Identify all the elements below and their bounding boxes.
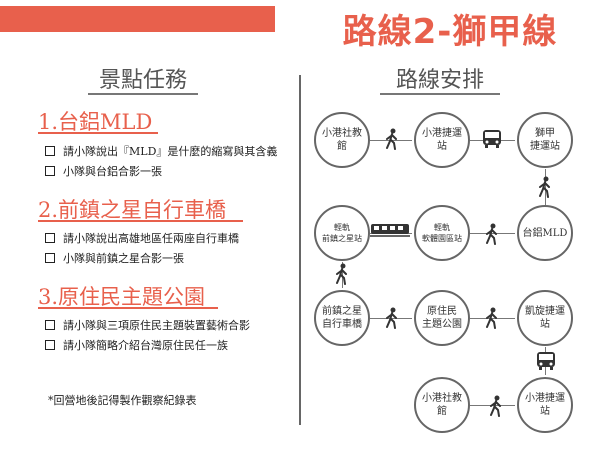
walking-person-icon xyxy=(386,307,397,329)
task-item: 請小隊說出『MLD』是什麼的縮寫與其含義 xyxy=(45,143,277,159)
task-underline-1 xyxy=(38,132,158,134)
light-rail-icon xyxy=(370,224,410,237)
task-underline-3 xyxy=(38,307,218,309)
walking-person-icon xyxy=(386,128,397,150)
bus-icon xyxy=(537,352,555,370)
task-heading-2: 2.前鎮之星自行車橋 xyxy=(38,198,227,222)
tasks-section-underline xyxy=(88,93,198,95)
checkbox[interactable] xyxy=(45,320,55,330)
route-node-lrt-software-park: 輕軌 軟體園區站 xyxy=(414,205,470,261)
reminder-note: *回營地後記得製作觀察紀錄表 xyxy=(48,394,197,407)
route-section-underline xyxy=(380,93,500,95)
route-connector xyxy=(470,233,515,234)
page-title: 路線2-獅甲線 xyxy=(342,12,558,52)
route-node-indigenous-park: 原住民 主題公園 xyxy=(414,290,470,346)
route-node-cianjhen-star-bridge: 前鎮之星 自行車橋 xyxy=(314,290,370,346)
route-connector xyxy=(470,318,515,319)
walking-person-icon xyxy=(539,176,550,198)
task-item: 小隊與前鎮之星合影一張 xyxy=(45,250,184,266)
checkbox[interactable] xyxy=(45,253,55,263)
header-accent-bar xyxy=(0,6,275,32)
walking-person-icon xyxy=(486,307,497,329)
route-node-xiaogang-mrt: 小港捷運站 xyxy=(414,112,470,168)
task-item: 請小隊說出高雄地區任兩座自行車橋 xyxy=(45,230,239,246)
route-connector xyxy=(342,262,343,288)
checkbox[interactable] xyxy=(45,166,55,176)
route-node-lrt-cianjhen-star: 輕軌 前鎮之星站 xyxy=(314,205,370,261)
task-item: 小隊與台鋁合影一張 xyxy=(45,163,162,179)
checkbox[interactable] xyxy=(45,340,55,350)
task-underline-2 xyxy=(38,220,243,222)
route-connector xyxy=(545,169,546,205)
walking-person-icon xyxy=(336,263,347,285)
task-item: 請小隊與三項原住民主題裝置藝術合影 xyxy=(45,317,250,333)
route-node-shijia-mrt: 獅甲 捷運站 xyxy=(517,112,573,168)
tasks-section-title: 景點任務 xyxy=(98,68,187,93)
route-node-xiaogang-education-hall: 小港社教館 xyxy=(314,112,370,168)
checkbox[interactable] xyxy=(45,233,55,243)
checkbox[interactable] xyxy=(45,146,55,156)
route-node-taiwan-aluminum-mld: 台鋁MLD xyxy=(517,205,573,261)
walking-person-icon xyxy=(486,223,497,245)
task-item: 請小隊簡略介紹台灣原住民任一族 xyxy=(45,337,228,353)
column-divider xyxy=(299,75,301,425)
route-node-kaisyuan-mrt: 凱旋捷運站 xyxy=(517,290,573,346)
route-section-title: 路線安排 xyxy=(395,68,484,93)
bus-icon xyxy=(483,130,501,148)
task-heading-3: 3.原住民主題公園 xyxy=(38,285,206,309)
walking-person-icon xyxy=(490,395,501,417)
route-node-xiaogang-education-hall-return: 小港社教館 xyxy=(414,377,470,433)
route-node-xiaogang-mrt-return: 小港捷運站 xyxy=(517,377,573,433)
task-heading-1: 1.台鋁MLD xyxy=(38,110,153,134)
